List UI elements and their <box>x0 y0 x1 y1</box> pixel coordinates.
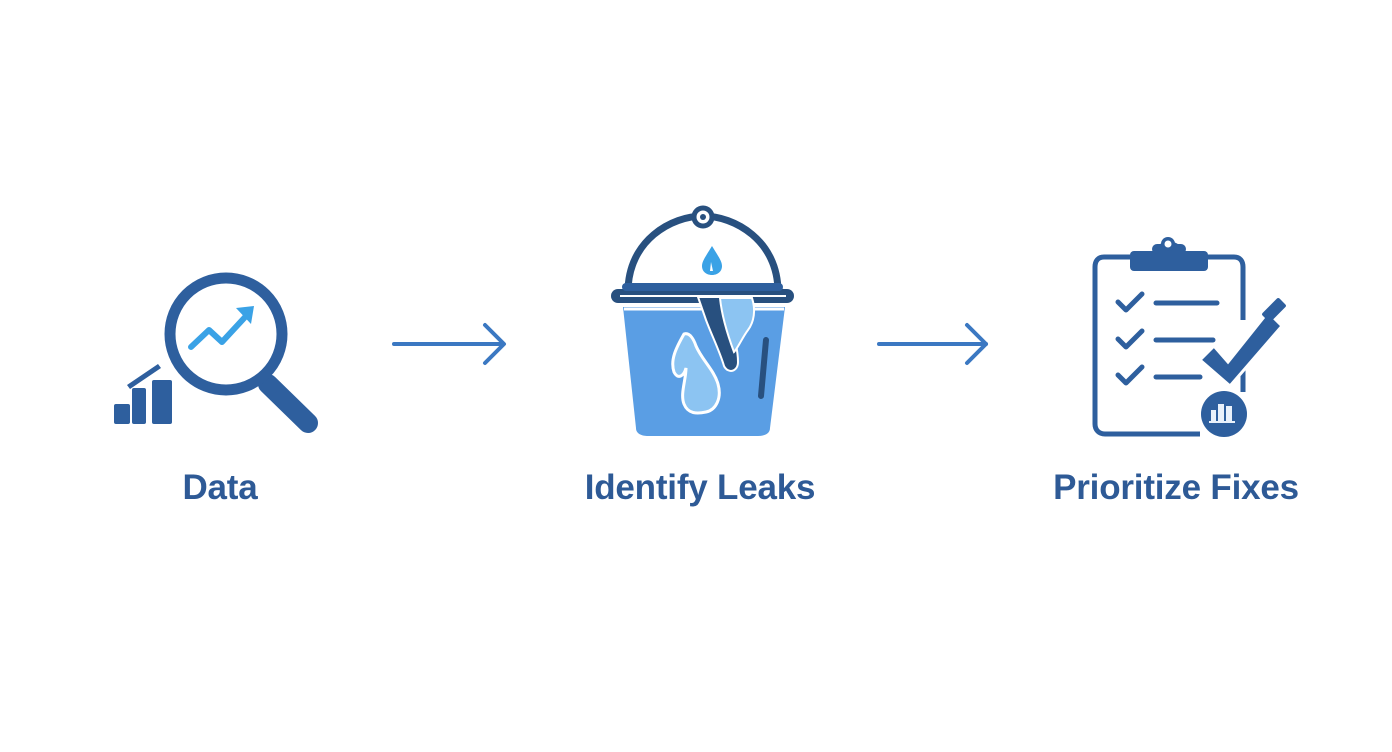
step-label: Prioritize Fixes <box>1053 468 1299 507</box>
arrow-right-icon <box>392 323 506 365</box>
step-label: Data <box>182 468 258 507</box>
arrow-right-icon <box>877 323 988 365</box>
step-label: Identify Leaks <box>584 468 816 507</box>
magnifying-glass-chart-icon <box>114 268 318 433</box>
clipboard-checklist-icon <box>1092 237 1286 441</box>
leaking-bucket-icon <box>611 205 794 436</box>
